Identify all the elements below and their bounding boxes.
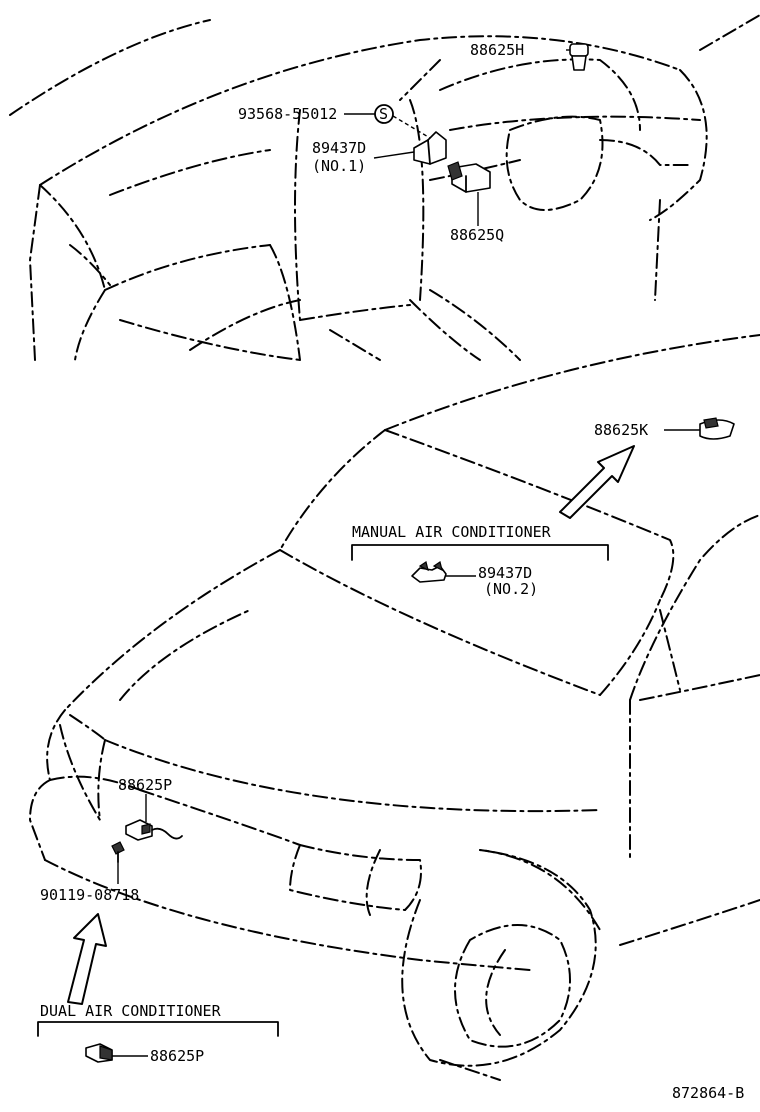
leader-lines [112, 113, 700, 1057]
sensor-88625Q-part [447, 161, 491, 193]
label-88625P-top: 88625P [118, 776, 172, 794]
sensor-88625P-top-part [125, 819, 183, 841]
bracket-89437D-no2-part [411, 561, 447, 583]
arrow-to-88625K [559, 445, 635, 519]
interior-view-outline [9, 14, 760, 361]
label-s-circle: S [379, 105, 388, 123]
vehicle-exterior-outline [29, 334, 760, 1081]
bracket-89437D-no1-part [413, 131, 447, 165]
label-90119-08718: 90119-08718 [40, 886, 139, 904]
label-manual-air-conditioner: MANUAL AIR CONDITIONER [352, 523, 552, 541]
arrow-to-90119 [67, 913, 107, 1005]
label-89437D-no2: 89437D [478, 564, 532, 582]
bolt-90119-part [111, 841, 125, 863]
sensor-88625P-bottom-part [85, 1043, 113, 1063]
label-89437D-no1: 89437D [312, 139, 366, 157]
diagram-id: 872864-B [672, 1084, 744, 1102]
sensor-88625H-part [566, 43, 589, 71]
label-88625H: 88625H [470, 41, 524, 59]
label-93568-55012: 93568-55012 [238, 105, 337, 123]
label-88625P-bottom: 88625P [150, 1047, 204, 1065]
label-89437D-no2-note: (NO.2) [484, 580, 538, 598]
label-88625K: 88625K [594, 421, 648, 439]
manual-ac-bracket [351, 544, 609, 561]
dual-ac-bracket [37, 1021, 279, 1037]
sensor-88625K-part [699, 417, 735, 440]
label-dual-air-conditioner: DUAL AIR CONDITIONER [40, 1002, 222, 1020]
label-88625Q: 88625Q [450, 226, 504, 244]
label-89437D-no1-note: (NO.1) [312, 157, 366, 175]
